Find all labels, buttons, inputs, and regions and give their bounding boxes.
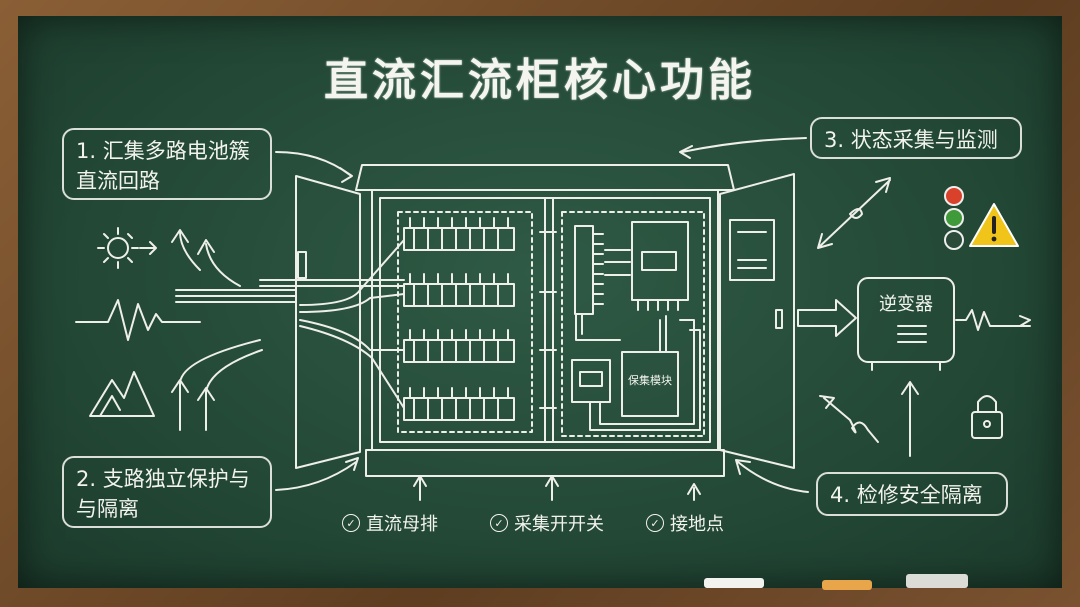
callout-maintenance-isolation-label: 4. 检修安全隔离 bbox=[830, 483, 983, 507]
feature-arrow-2 bbox=[545, 475, 559, 501]
feature-acquisition-switch: ✓ 采集开开关 bbox=[490, 510, 604, 536]
cabinet-roof bbox=[355, 164, 735, 191]
status-lights bbox=[938, 186, 968, 250]
feature-arrow-3 bbox=[687, 483, 701, 501]
red-light-icon bbox=[944, 186, 964, 206]
right-door bbox=[719, 173, 795, 469]
green-light-icon bbox=[944, 208, 964, 228]
breaker-row-1 bbox=[403, 217, 515, 251]
feature-arrow-1 bbox=[413, 475, 427, 501]
double-arrow bbox=[817, 177, 891, 249]
arrow-to-inverter bbox=[901, 381, 919, 457]
callout-collect-circuits: 1. 汇集多路电池簇直流回路 bbox=[62, 128, 272, 200]
acquisition-module bbox=[621, 351, 679, 417]
callout-arrow-1 bbox=[275, 151, 353, 183]
callout-collect-circuits-label: 1. 汇集多路电池簇直流回路 bbox=[76, 139, 250, 193]
breaker-row-4 bbox=[403, 387, 515, 421]
terminal-strip bbox=[574, 225, 594, 315]
check-circle-icon: ✓ bbox=[342, 514, 360, 532]
breaker-row-3 bbox=[403, 329, 515, 363]
feature-grounding-point-label: 接地点 bbox=[670, 514, 724, 535]
feature-grounding-point: ✓ 接地点 bbox=[646, 510, 724, 536]
arrow-up-1 bbox=[179, 231, 201, 271]
waveform-icon bbox=[75, 299, 201, 341]
door-meter bbox=[729, 219, 775, 281]
callout-status-monitoring-label: 3. 状态采集与监测 bbox=[824, 128, 998, 152]
callout-arrow-2 bbox=[275, 457, 359, 491]
callout-status-monitoring: 3. 状态采集与监测 bbox=[810, 117, 1022, 159]
feature-dc-busbar-label: 直流母排 bbox=[366, 514, 438, 535]
output-wave bbox=[955, 309, 1031, 331]
feature-acquisition-switch-label: 采集开开关 bbox=[514, 514, 604, 535]
warning-icon bbox=[969, 203, 1019, 247]
callout-branch-protection: 2. 支路独立保护与与隔离 bbox=[62, 456, 272, 528]
lock-icon bbox=[971, 395, 1003, 439]
feature-dc-busbar: ✓ 直流母排 bbox=[342, 510, 438, 536]
callout-branch-protection-label: 2. 支路独立保护与与隔离 bbox=[76, 467, 250, 521]
left-door bbox=[295, 175, 361, 469]
switch-device bbox=[571, 359, 611, 403]
chalk-piece-orange bbox=[822, 580, 872, 590]
inverter-box bbox=[857, 277, 955, 363]
chalk-piece-grey bbox=[906, 574, 968, 588]
page-title: 直流汇流柜核心功能 bbox=[324, 55, 756, 106]
check-circle-icon: ✓ bbox=[490, 514, 508, 532]
callout-arrow-4 bbox=[735, 459, 809, 493]
breaker-row-2 bbox=[403, 273, 515, 307]
mountain-icon bbox=[89, 371, 155, 417]
output-arrow bbox=[797, 299, 857, 337]
incoming-cables bbox=[175, 289, 297, 303]
curvy-arrow bbox=[819, 395, 879, 443]
breaker-panel bbox=[397, 211, 533, 433]
chalk-piece-white bbox=[704, 578, 764, 588]
callout-arrow-3 bbox=[679, 137, 807, 159]
white-light-icon bbox=[944, 230, 964, 250]
inverter-label: 逆变器 bbox=[879, 294, 933, 315]
acquisition-module-label: 保集模块 bbox=[628, 374, 672, 387]
arrow-up-2 bbox=[171, 339, 261, 431]
check-circle-icon: ✓ bbox=[646, 514, 664, 532]
callout-maintenance-isolation: 4. 检修安全隔离 bbox=[816, 472, 1008, 516]
sun-icon bbox=[97, 227, 157, 269]
cabinet-base bbox=[365, 449, 725, 477]
monitor-panel bbox=[561, 211, 705, 437]
monitoring-device bbox=[631, 221, 689, 301]
